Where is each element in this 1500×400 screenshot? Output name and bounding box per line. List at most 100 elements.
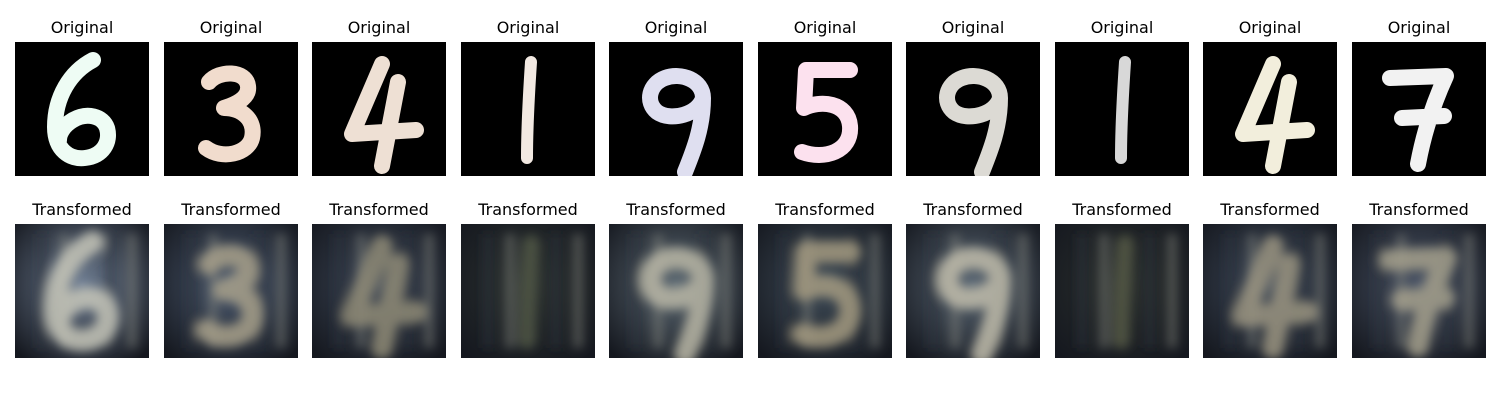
original-digit-graphic	[15, 42, 149, 176]
transformed-digit-image	[758, 224, 892, 358]
transformed-panel-7: Transformed	[906, 198, 1040, 358]
panel-title: Original	[793, 18, 857, 37]
original-digit-image	[1055, 42, 1189, 176]
transformed-digit-image	[1055, 224, 1189, 358]
transformed-digit-image	[1352, 224, 1486, 358]
digit-stroke	[1382, 68, 1454, 172]
panel-title: Original	[1387, 18, 1451, 37]
digit-stroke	[344, 56, 424, 174]
original-panel-6: Original	[758, 16, 892, 176]
digit-stroke	[198, 65, 261, 163]
original-digit-graphic	[609, 42, 743, 176]
transformed-panel-2: Transformed	[164, 198, 298, 358]
panel-title: Original	[644, 18, 708, 37]
transformed-panel-8: Transformed	[1055, 198, 1189, 358]
digit-stroke	[341, 235, 427, 358]
transformed-digit-image	[312, 224, 446, 358]
panel-title: Original	[347, 18, 411, 37]
original-digit-image	[1203, 42, 1337, 176]
digit-stroke	[642, 68, 711, 176]
digit-stroke	[1112, 235, 1134, 349]
panel-title: Transformed	[626, 200, 726, 219]
transformed-digit-graphic	[758, 224, 892, 358]
transformed-panel-9: Transformed	[1203, 198, 1337, 358]
original-panel-7: Original	[906, 16, 1040, 176]
transformed-digit-graphic	[461, 224, 595, 358]
transformed-digit-image	[906, 224, 1040, 358]
digit-stroke	[794, 62, 858, 163]
original-digit-graphic	[1055, 42, 1189, 176]
transformed-panel-4: Transformed	[461, 198, 595, 358]
original-panel-8: Original	[1055, 16, 1189, 176]
digit-stroke	[521, 56, 537, 164]
transformed-digit-graphic	[1352, 224, 1486, 358]
original-panel-5: Original	[609, 16, 743, 176]
original-digit-graphic	[906, 42, 1040, 176]
original-panel-4: Original	[461, 16, 595, 176]
panel-title: Transformed	[181, 200, 281, 219]
original-digit-graphic	[1203, 42, 1337, 176]
panel-title: Transformed	[1220, 200, 1320, 219]
panel-title: Transformed	[32, 200, 132, 219]
digit-stroke	[44, 231, 119, 352]
original-row: Original Original Original Original Original…	[0, 16, 1500, 176]
digit-stroke	[1235, 56, 1315, 174]
digit-stroke	[936, 247, 1011, 358]
panel-title: Transformed	[1072, 200, 1172, 219]
panel-title: Transformed	[329, 200, 429, 219]
digit-stroke	[518, 235, 540, 349]
panel-title: Transformed	[923, 200, 1023, 219]
original-digit-image	[609, 42, 743, 176]
transformed-digit-graphic	[1203, 224, 1337, 358]
transformed-panel-3: Transformed	[312, 198, 446, 358]
transformed-panel-1: Transformed	[15, 198, 149, 358]
transformed-digit-graphic	[1055, 224, 1189, 358]
original-digit-graphic	[1352, 42, 1486, 176]
transformed-panel-10: Transformed	[1352, 198, 1486, 358]
digit-stroke	[195, 244, 264, 348]
panel-title: Original	[1090, 18, 1154, 37]
original-digit-graphic	[758, 42, 892, 176]
transformed-digit-image	[609, 224, 743, 358]
transformed-digit-graphic	[15, 224, 149, 358]
transformed-digit-image	[1203, 224, 1337, 358]
transformed-digit-image	[15, 224, 149, 358]
original-digit-image	[758, 42, 892, 176]
original-panel-3: Original	[312, 16, 446, 176]
transformed-digit-graphic	[164, 224, 298, 358]
panel-title: Original	[496, 18, 560, 37]
transformed-digit-graphic	[906, 224, 1040, 358]
original-digit-graphic	[461, 42, 595, 176]
transformed-digit-image	[164, 224, 298, 358]
original-digit-image	[906, 42, 1040, 176]
original-panel-9: Original	[1203, 16, 1337, 176]
panel-title: Transformed	[1369, 200, 1469, 219]
original-panel-10: Original	[1352, 16, 1486, 176]
panel-title: Original	[1238, 18, 1302, 37]
original-digit-image	[1352, 42, 1486, 176]
digit-stroke	[639, 247, 714, 358]
transformed-panel-6: Transformed	[758, 198, 892, 358]
original-digit-image	[312, 42, 446, 176]
original-digit-graphic	[164, 42, 298, 176]
digit-stroke	[791, 241, 861, 348]
original-digit-image	[461, 42, 595, 176]
transformed-panel-5: Transformed	[609, 198, 743, 358]
panel-title: Original	[199, 18, 263, 37]
panel-title: Transformed	[478, 200, 578, 219]
digit-stroke	[1379, 247, 1457, 357]
original-digit-graphic	[312, 42, 446, 176]
transformed-digit-image	[461, 224, 595, 358]
transformed-digit-graphic	[609, 224, 743, 358]
original-panel-2: Original	[164, 16, 298, 176]
digit-stroke	[1232, 235, 1318, 358]
panel-title: Original	[50, 18, 114, 37]
transformed-digit-graphic	[312, 224, 446, 358]
panel-title: Transformed	[775, 200, 875, 219]
digit-stroke	[939, 68, 1008, 176]
original-panel-1: Original	[15, 16, 149, 176]
original-digit-image	[15, 42, 149, 176]
digit-stroke	[1115, 56, 1131, 164]
panel-title: Original	[941, 18, 1005, 37]
transformed-row: Transformed Transformed Transformed Transfo…	[0, 198, 1500, 358]
